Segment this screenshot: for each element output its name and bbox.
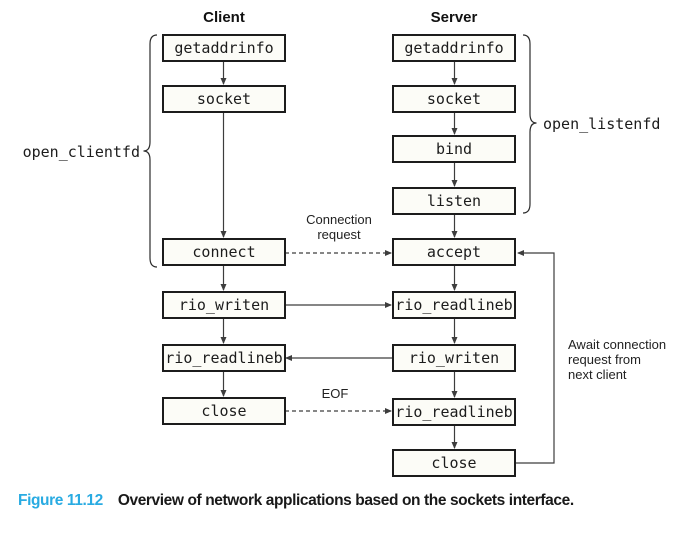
server-box-rio-writen: rio_writen — [392, 344, 516, 372]
connection-request-label: Connection request — [294, 212, 384, 242]
client-column-title: Client — [203, 9, 245, 26]
server-box-listen: listen — [392, 187, 516, 215]
server-box-socket: socket — [392, 85, 516, 113]
await-line2: request from — [568, 352, 641, 367]
server-column-title: Server — [430, 9, 478, 26]
open-listenfd-label: open_listenfd — [543, 115, 661, 133]
figure-caption: Figure 11.12 Overview of network applica… — [18, 492, 574, 510]
server-box-rio-readlineb-2: rio_readlineb — [392, 398, 516, 426]
figure-number-label: Figure 11.12 — [18, 492, 103, 509]
await-connection-label: Await connection request from next clien… — [568, 337, 693, 382]
await-line3: next client — [568, 367, 627, 382]
server-box-accept: accept — [392, 238, 516, 266]
server-box-getaddrinfo: getaddrinfo — [392, 34, 516, 62]
open-clientfd-label: open_clientfd — [22, 143, 140, 161]
brace-open-clientfd — [143, 34, 158, 268]
server-box-close: close — [392, 449, 516, 477]
client-box-rio-readlineb: rio_readlineb — [162, 344, 286, 372]
client-box-socket: socket — [162, 85, 286, 113]
eof-label: EOF — [321, 386, 349, 401]
client-box-connect: connect — [162, 238, 286, 266]
client-box-getaddrinfo: getaddrinfo — [162, 34, 286, 62]
server-box-rio-readlineb-1: rio_readlineb — [392, 291, 516, 319]
await-line1: Await connection — [568, 337, 667, 352]
server-box-bind: bind — [392, 135, 516, 163]
figure-caption-text: Overview of network applications based o… — [117, 492, 574, 509]
brace-open-listenfd — [522, 34, 537, 214]
client-box-rio-writen: rio_writen — [162, 291, 286, 319]
client-box-close: close — [162, 397, 286, 425]
connection-request-line2: request — [317, 227, 361, 242]
loop-close-to-accept — [516, 250, 555, 464]
connection-request-line1: Connection — [306, 212, 372, 227]
